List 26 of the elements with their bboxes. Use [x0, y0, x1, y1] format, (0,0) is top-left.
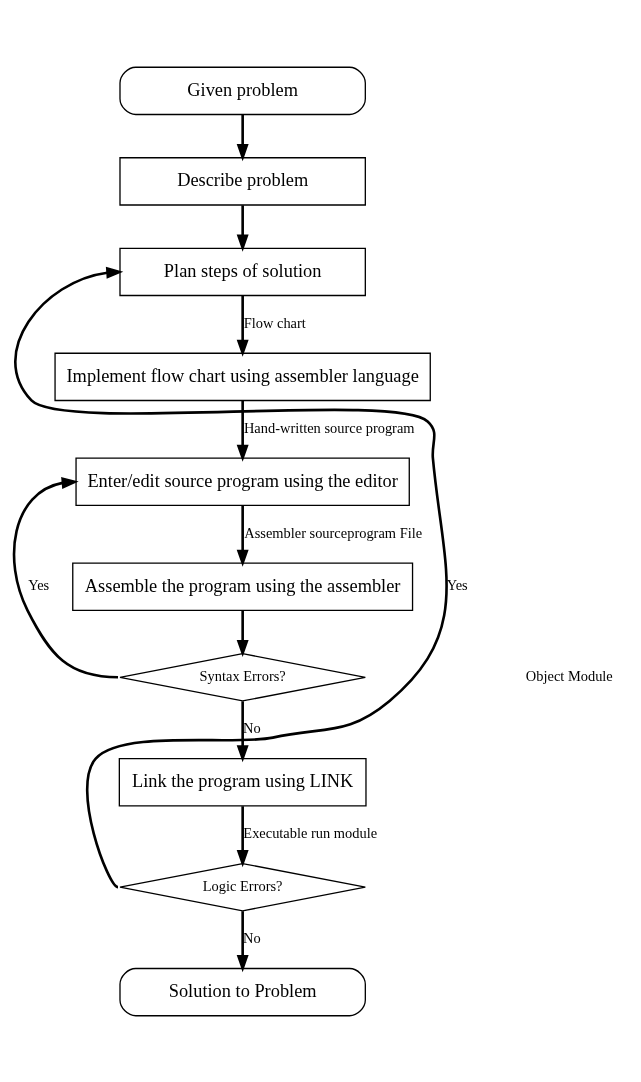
- edge-label: Assembler sourceprogram File: [244, 524, 423, 541]
- arrow: [236, 295, 249, 357]
- node-diamond: Logic Errors?: [119, 862, 366, 911]
- label: Object Module: [525, 667, 613, 684]
- arrow: [236, 400, 249, 462]
- node-box: Link the program using LINK: [118, 757, 367, 806]
- node-box: Plan steps of solution: [119, 247, 366, 296]
- edge-label: Flow chart: [243, 314, 306, 331]
- node-box: Solution to Problem: [119, 967, 366, 1016]
- node-box: Describe problem: [119, 156, 366, 206]
- edge-label: Yes: [28, 576, 50, 593]
- arrow: [236, 114, 249, 161]
- arrow: [236, 204, 249, 252]
- arrow: [236, 505, 249, 567]
- arrow: [236, 805, 249, 867]
- node-box: Enter/edit source program using the editor: [75, 457, 410, 506]
- node-box: Assemble the program using the assembler: [72, 562, 414, 611]
- arrow: [236, 910, 249, 972]
- arrow: [14, 266, 448, 888]
- node-box: Given problem: [119, 66, 366, 115]
- node-diamond: Syntax Errors?: [119, 652, 366, 702]
- arrow: [236, 610, 249, 657]
- arrow: [12, 476, 119, 679]
- edge-label: Hand-written source program: [243, 419, 415, 436]
- node-box: Implement flow chart using assembler language: [54, 352, 431, 401]
- arrow: [236, 700, 249, 762]
